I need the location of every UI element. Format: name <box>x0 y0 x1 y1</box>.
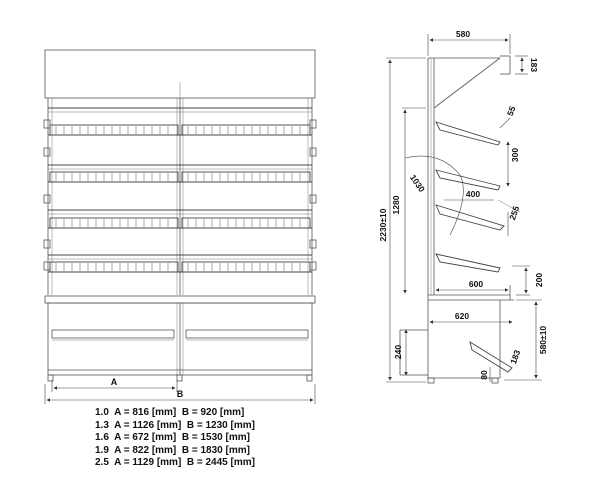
side-base <box>399 285 514 384</box>
dim-shelf-depth: 400 <box>466 189 480 199</box>
dimension-a: A <box>51 377 178 392</box>
side-dimensions: 580 183 55 300 1030 400 255 1280 <box>378 29 548 383</box>
dimension-b: B <box>44 384 316 404</box>
spec-row: 1.9 A = 822 [mm] B = 1830 [mm] <box>95 444 250 456</box>
dim-shelf-height: 255 <box>507 204 521 221</box>
dim-lower-height: 580±10 <box>538 326 548 355</box>
spec-row: 1.3 A = 1126 [mm] B = 1230 [mm] <box>95 419 255 431</box>
dim-bottom-tray: 183 <box>508 348 522 365</box>
side-canopy <box>433 57 501 109</box>
dim-top-depth: 580 <box>456 29 470 39</box>
dim-upper-height: 1280 <box>391 195 401 214</box>
side-shelves <box>435 121 521 273</box>
dim-total-height: 2230±10 <box>378 208 388 241</box>
dim-foot-height: 80 <box>479 370 489 380</box>
dim-canopy-height: 183 <box>529 58 539 72</box>
dim-shelf-reach: 1030 <box>408 173 427 194</box>
dim-bottom-height: 240 <box>393 345 403 359</box>
dim-base-depth: 600 <box>469 279 483 289</box>
dim-a-label: A <box>111 377 118 387</box>
spec-row: 2.5 A = 1129 [mm] B = 2445 [mm] <box>95 457 255 469</box>
spec-table: 1.0 A = 816 [mm] B = 920 [mm] 1.3 A = 11… <box>95 407 255 470</box>
spec-row: 1.0 A = 816 [mm] B = 920 [mm] <box>95 407 245 418</box>
front-base <box>44 295 316 382</box>
side-view: 580 183 55 300 1030 400 255 1280 <box>378 29 548 384</box>
reach-arc <box>404 155 464 236</box>
spec-row: 1.6 A = 672 [mm] B = 1530 [mm] <box>95 432 250 444</box>
front-brackets <box>43 119 317 271</box>
front-view: A B <box>43 49 317 404</box>
front-baskets <box>49 124 311 273</box>
dim-shelf-spacing: 300 <box>510 148 520 162</box>
dim-b-label: B <box>177 389 184 399</box>
dim-shelf-lip: 55 <box>505 105 518 118</box>
dim-base-height: 200 <box>534 273 544 287</box>
dim-lower-depth: 620 <box>455 311 469 321</box>
